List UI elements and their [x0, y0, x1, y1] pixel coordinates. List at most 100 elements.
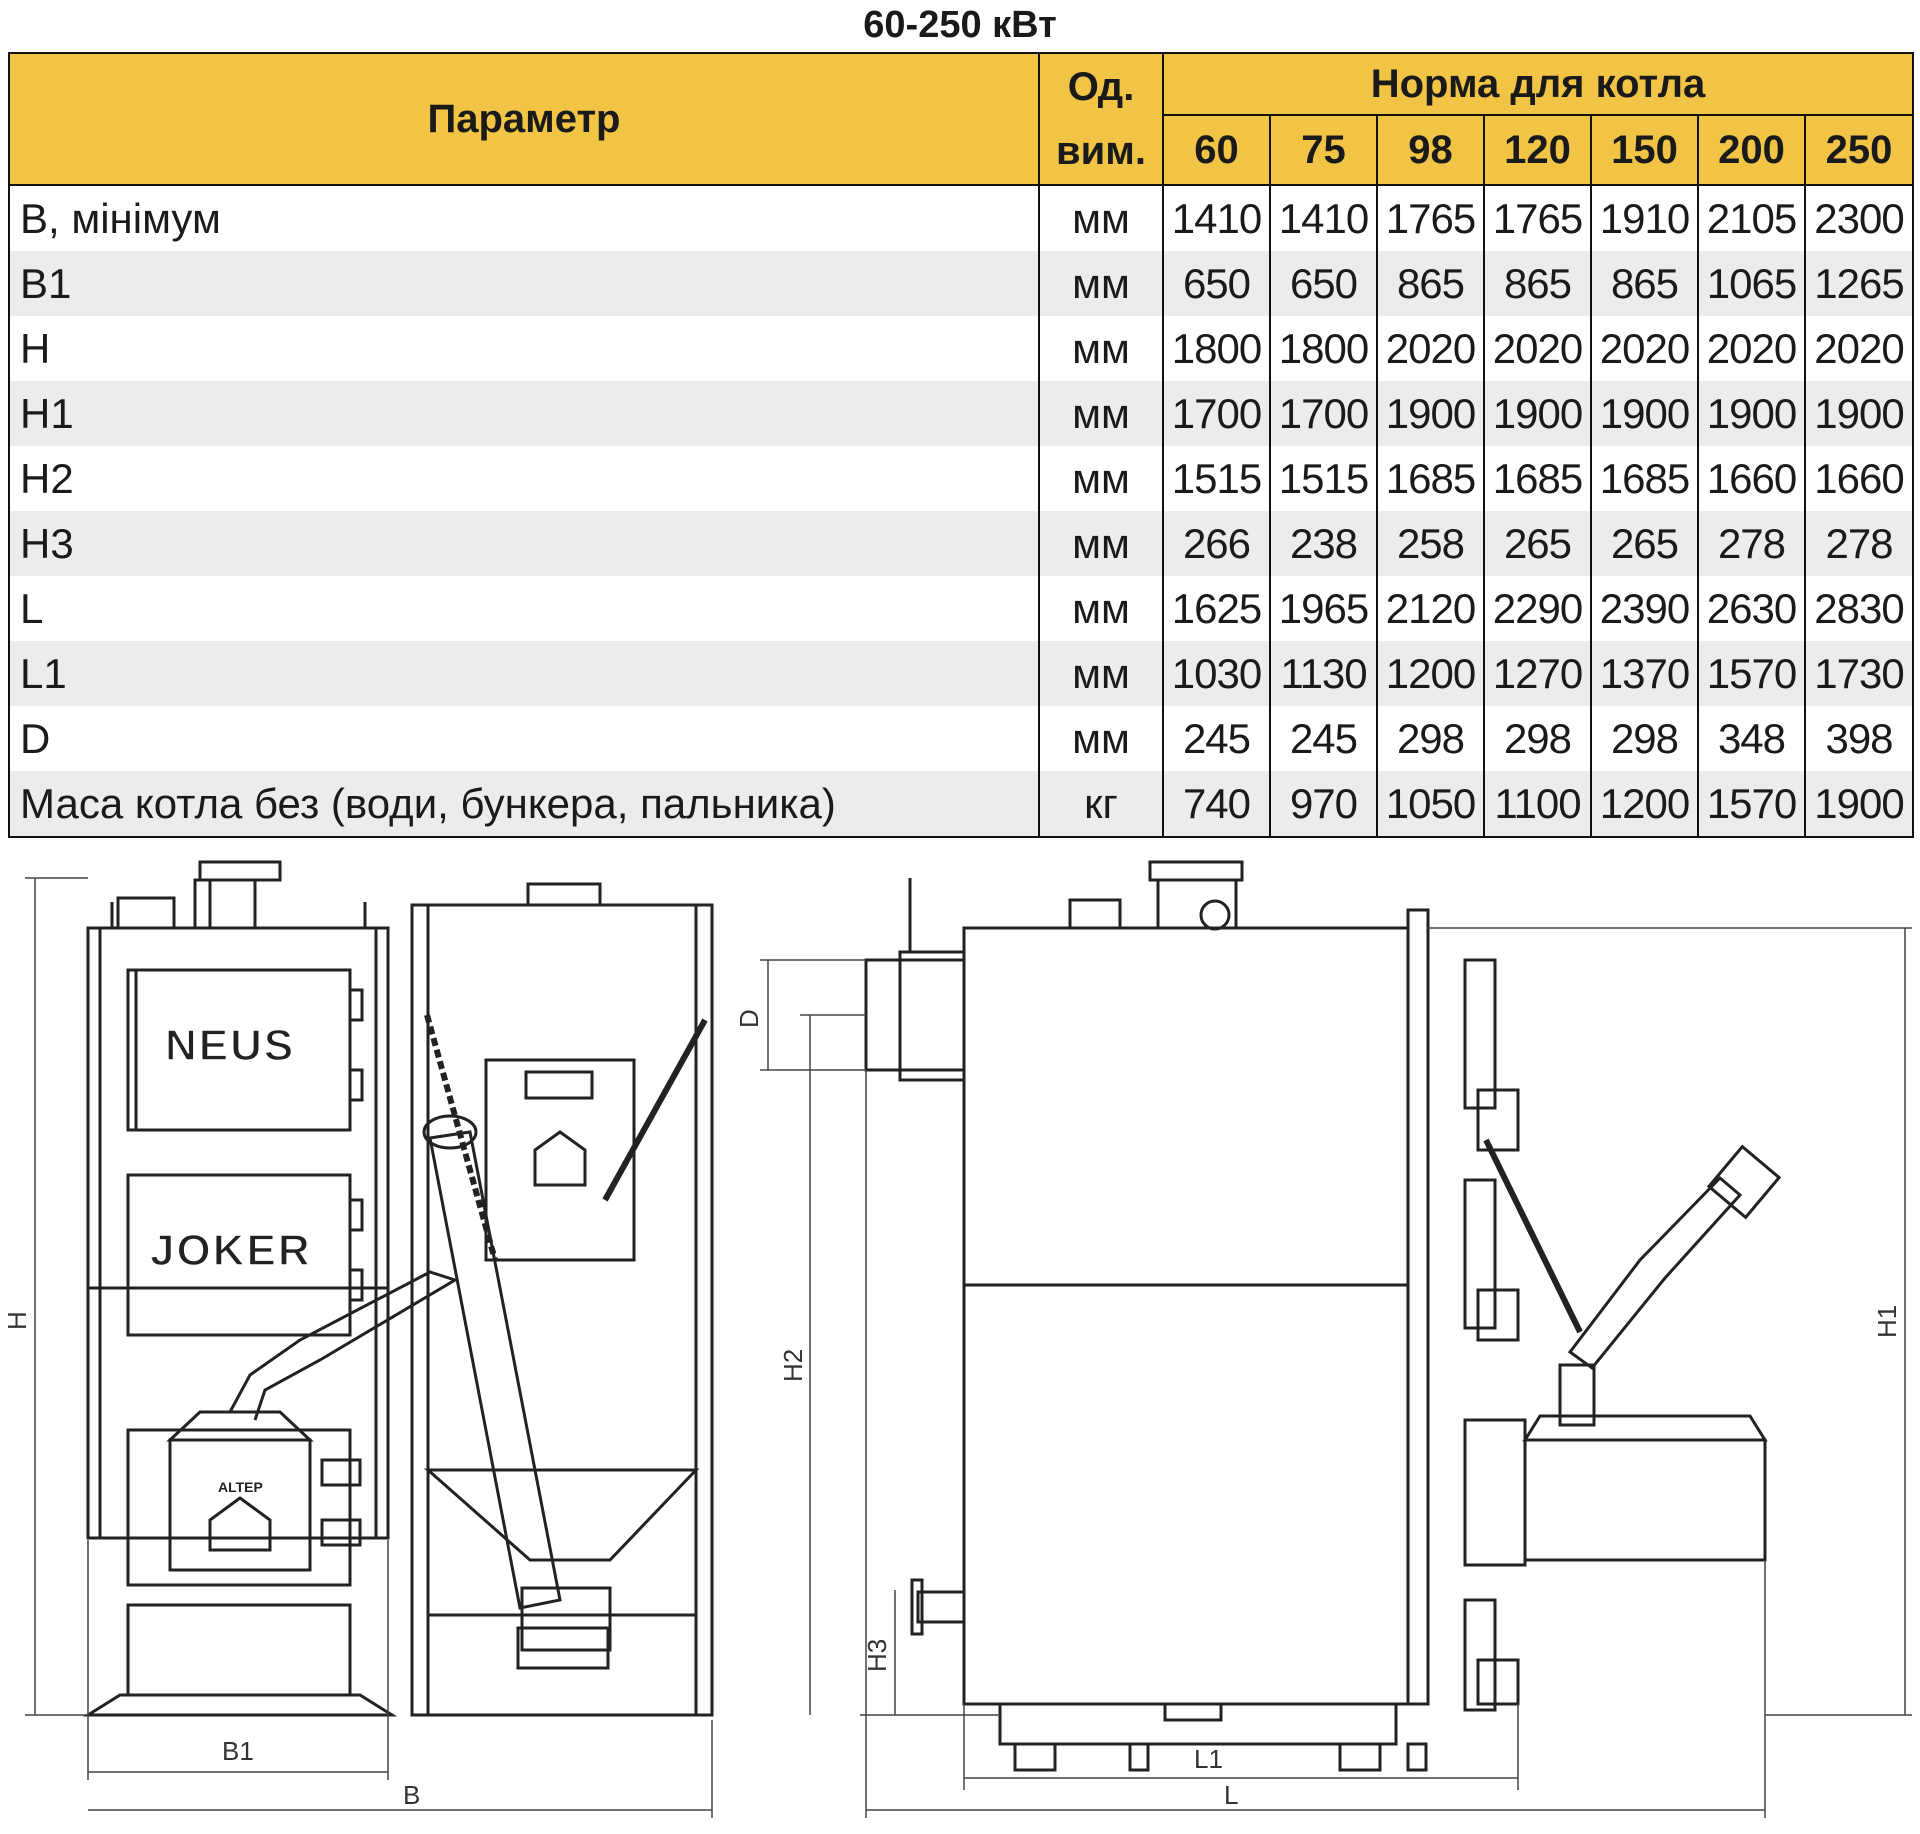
value-cell: 1570 [1697, 771, 1806, 838]
value-cell: 1765 [1483, 185, 1592, 251]
param-cell: B1 [8, 251, 1040, 316]
value-cell: 1515 [1162, 446, 1271, 511]
brand-neus-label: NEUS [165, 1021, 295, 1070]
value-cell: 740 [1162, 771, 1271, 838]
unit-header-line2: вим. [1056, 129, 1146, 173]
value-cell: 1700 [1162, 381, 1271, 446]
value-cell: 298 [1590, 706, 1699, 771]
value-cell: 1900 [1803, 381, 1915, 446]
value-cell: 2020 [1376, 316, 1485, 381]
value-cell: 1130 [1269, 641, 1378, 706]
unit-header: Од. вим. [1038, 52, 1164, 186]
value-cell: 265 [1590, 511, 1699, 576]
value-cell: 1900 [1803, 771, 1915, 838]
brand-altep-label: ALTEP [218, 1479, 263, 1495]
dim-label-h1: H1 [1872, 1305, 1902, 1338]
value-cell: 865 [1376, 251, 1485, 316]
value-cell: 1100 [1483, 771, 1592, 838]
param-cell: L [8, 576, 1040, 641]
param-cell: L1 [8, 641, 1040, 706]
front-dimensions [25, 877, 713, 1818]
value-cell: 265 [1483, 511, 1592, 576]
value-cell: 1050 [1376, 771, 1485, 838]
value-cell: 2020 [1483, 316, 1592, 381]
value-cell: 278 [1697, 511, 1806, 576]
value-cell: 2120 [1376, 576, 1485, 641]
dim-label-l: L [1224, 1780, 1238, 1810]
value-cell: 1700 [1269, 381, 1378, 446]
value-cell: 245 [1162, 706, 1271, 771]
unit-cell: мм [1038, 251, 1164, 316]
unit-cell: мм [1038, 511, 1164, 576]
value-cell: 2020 [1697, 316, 1806, 381]
value-cell: 1265 [1803, 251, 1915, 316]
front-view: NEUS JOKER ALTEP [82, 860, 714, 1717]
model-header-1: 75 [1269, 114, 1378, 186]
dim-label-b1: B1 [222, 1736, 254, 1766]
value-cell: 278 [1803, 511, 1915, 576]
unit-cell: мм [1038, 381, 1164, 446]
dim-label-h3: H3 [862, 1639, 892, 1672]
value-cell: 1410 [1269, 185, 1378, 251]
value-cell: 1570 [1697, 641, 1806, 706]
value-cell: 298 [1376, 706, 1485, 771]
boiler-technical-drawing: NEUS JOKER ALTEP [2, 860, 1912, 1818]
param-cell: H [8, 316, 1040, 381]
value-cell: 970 [1269, 771, 1378, 838]
value-cell: 1900 [1376, 381, 1485, 446]
value-cell: 2630 [1697, 576, 1806, 641]
param-header: Параметр [8, 52, 1040, 186]
param-cell: Маса котла без (води, бункера, пальника) [8, 771, 1040, 838]
brand-joker-label: JOKER [150, 1226, 312, 1275]
param-cell: H2 [8, 446, 1040, 511]
value-cell: 348 [1697, 706, 1806, 771]
value-cell: 1200 [1590, 771, 1699, 838]
param-cell: H1 [8, 381, 1040, 446]
model-header-3: 120 [1483, 114, 1592, 186]
value-cell: 2020 [1590, 316, 1699, 381]
value-cell: 2390 [1590, 576, 1699, 641]
value-cell: 245 [1269, 706, 1378, 771]
value-cell: 1900 [1590, 381, 1699, 446]
value-cell: 2830 [1803, 576, 1915, 641]
page-title: 60-250 кВт [863, 4, 1057, 46]
value-cell: 865 [1590, 251, 1699, 316]
value-cell: 1685 [1376, 446, 1485, 511]
unit-cell: мм [1038, 576, 1164, 641]
unit-cell: мм [1038, 641, 1164, 706]
unit-cell: мм [1038, 706, 1164, 771]
value-cell: 1900 [1697, 381, 1806, 446]
value-cell: 1410 [1162, 185, 1271, 251]
value-cell: 1515 [1269, 446, 1378, 511]
value-cell: 1065 [1697, 251, 1806, 316]
value-cell: 2020 [1803, 316, 1915, 381]
value-cell: 865 [1483, 251, 1592, 316]
value-cell: 650 [1269, 251, 1378, 316]
unit-cell: мм [1038, 446, 1164, 511]
value-cell: 1625 [1162, 576, 1271, 641]
model-header-4: 150 [1590, 114, 1699, 186]
side-dimensions [760, 927, 1912, 1818]
model-header-2: 98 [1376, 114, 1485, 186]
model-header-5: 200 [1697, 114, 1806, 186]
value-cell: 238 [1269, 511, 1378, 576]
value-cell: 1660 [1803, 446, 1915, 511]
unit-cell: мм [1038, 185, 1164, 251]
value-cell: 1900 [1483, 381, 1592, 446]
value-cell: 2105 [1697, 185, 1806, 251]
value-cell: 298 [1483, 706, 1592, 771]
model-header-0: 60 [1162, 114, 1271, 186]
value-cell: 1030 [1162, 641, 1271, 706]
value-cell: 1800 [1269, 316, 1378, 381]
dim-label-l1: L1 [1194, 1744, 1223, 1774]
value-cell: 2300 [1803, 185, 1915, 251]
unit-cell: мм [1038, 316, 1164, 381]
